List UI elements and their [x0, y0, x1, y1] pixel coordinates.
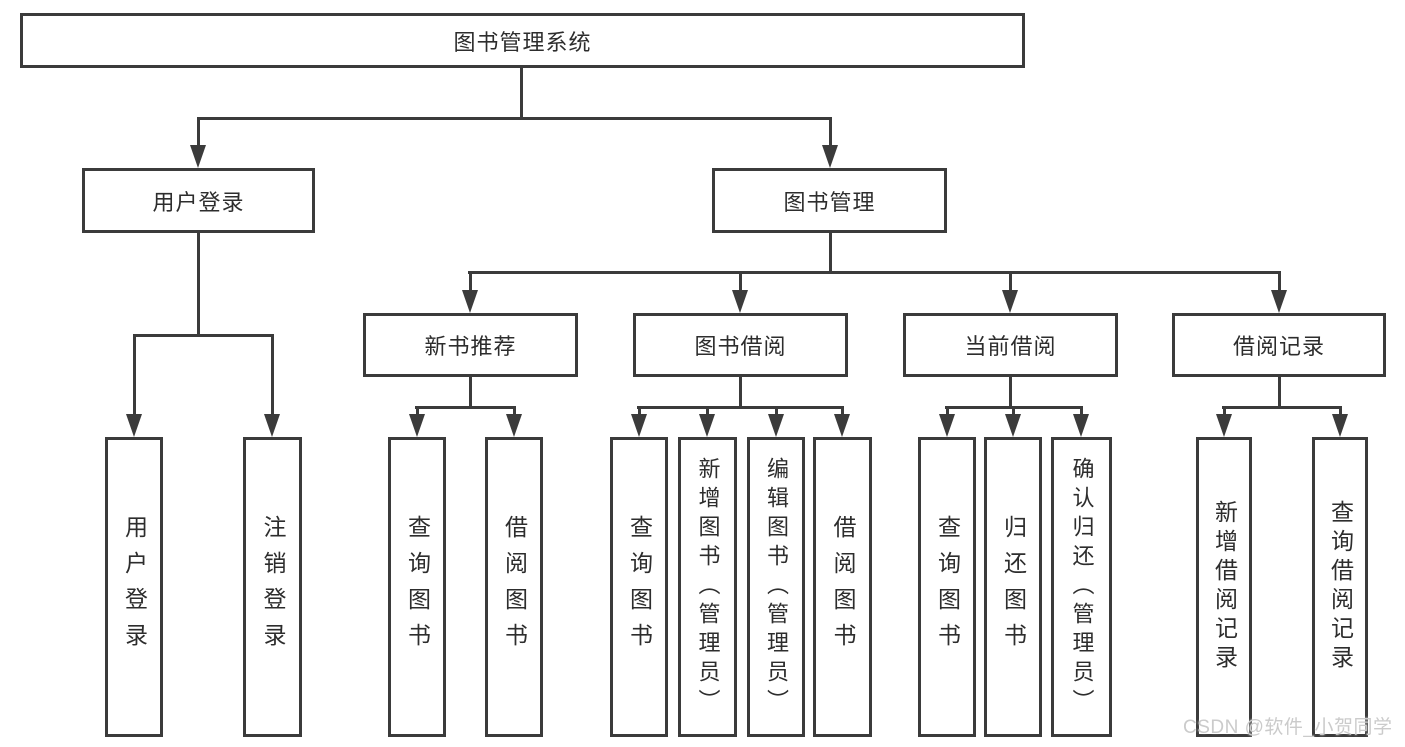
- leaf-label: 查询图书: [626, 515, 653, 659]
- arrowhead-icon: [1005, 414, 1021, 437]
- connector-vline: [513, 407, 516, 414]
- leaf-logout: 注销登录: [243, 437, 302, 737]
- leaf-query-books-borrowing: 查询图书: [610, 437, 668, 737]
- node-new-book-recommendation: 新书推荐: [363, 313, 578, 377]
- connector-vline: [739, 272, 742, 290]
- connector-hline: [1222, 406, 1342, 409]
- leaf-user-login: 用户登录: [105, 437, 163, 737]
- connector-vline: [197, 118, 200, 146]
- arrowhead-icon: [126, 414, 142, 437]
- arrowhead-icon: [1332, 414, 1348, 437]
- arrowhead-icon: [1002, 290, 1018, 313]
- arrowhead-icon: [264, 414, 280, 437]
- connector-vline: [1223, 407, 1226, 414]
- node-label: 图书借阅: [694, 334, 787, 359]
- connector-vline: [416, 407, 419, 414]
- leaf-label: 编辑图书（管理员）: [764, 456, 789, 718]
- connector-vline: [520, 68, 523, 118]
- leaf-label: 借阅图书: [501, 515, 528, 659]
- arrowhead-icon: [1073, 414, 1089, 437]
- node-library-management-system: 图书管理系统: [20, 13, 1025, 68]
- leaf-label: 确认归还（管理员）: [1069, 456, 1095, 718]
- node-label: 图书管理: [783, 189, 876, 215]
- arrowhead-icon: [732, 290, 748, 313]
- node-borrowing-records: 借阅记录: [1172, 313, 1386, 377]
- connector-hline: [415, 406, 516, 409]
- connector-vline: [946, 407, 949, 414]
- connector-vline: [638, 407, 641, 414]
- node-label: 用户登录: [152, 189, 245, 215]
- leaf-label: 查询借阅记录: [1327, 500, 1354, 674]
- arrowhead-icon: [462, 290, 478, 313]
- connector-vline: [841, 407, 844, 414]
- leaf-borrow-books-recommend: 借阅图书: [485, 437, 543, 737]
- leaf-label: 新增图书（管理员）: [695, 456, 721, 718]
- connector-vline: [1339, 407, 1342, 414]
- node-label: 借阅记录: [1232, 334, 1325, 359]
- node-label: 图书管理系统: [453, 29, 592, 55]
- connector-hline: [133, 334, 274, 337]
- connector-vline: [469, 377, 472, 407]
- leaf-label: 用户登录: [121, 515, 148, 659]
- connector-vline: [1278, 272, 1281, 290]
- connector-vline: [775, 407, 778, 414]
- leaf-label: 查询图书: [404, 515, 431, 659]
- connector-vline: [1012, 407, 1015, 414]
- connector-vline: [1080, 407, 1083, 414]
- arrowhead-icon: [409, 414, 425, 437]
- connector-hline: [197, 117, 832, 120]
- leaf-label: 借阅图书: [830, 515, 856, 659]
- leaf-query-borrow-record: 查询借阅记录: [1312, 437, 1368, 737]
- arrowhead-icon: [631, 414, 647, 437]
- arrowhead-icon: [834, 414, 850, 437]
- node-current-borrowing: 当前借阅: [903, 313, 1118, 377]
- csdn-watermark: CSDN @软件_小贺同学: [1183, 717, 1393, 738]
- leaf-query-books-current: 查询图书: [918, 437, 976, 737]
- connector-vline: [1009, 377, 1012, 407]
- node-book-borrowing: 图书借阅: [633, 313, 848, 377]
- connector-vline: [133, 335, 136, 414]
- connector-vline: [1009, 272, 1012, 290]
- connector-vline: [197, 233, 200, 335]
- node-user-login: 用户登录: [82, 168, 315, 233]
- node-label: 当前借阅: [964, 334, 1057, 359]
- connector-vline: [829, 118, 832, 146]
- leaf-confirm-return-admin: 确认归还（管理员）: [1051, 437, 1112, 737]
- leaf-edit-book-admin: 编辑图书（管理员）: [747, 437, 805, 737]
- arrowhead-icon: [939, 414, 955, 437]
- connector-vline: [1278, 377, 1281, 407]
- leaf-label: 查询图书: [934, 515, 961, 659]
- connector-vline: [829, 233, 832, 272]
- leaf-query-books-recommend: 查询图书: [388, 437, 446, 737]
- arrowhead-icon: [822, 145, 838, 168]
- leaf-borrow-books: 借阅图书: [813, 437, 872, 737]
- connector-hline: [468, 271, 1281, 274]
- leaf-label: 新增借阅记录: [1211, 500, 1238, 674]
- connector-vline: [739, 377, 742, 407]
- arrowhead-icon: [1271, 290, 1287, 313]
- connector-vline: [469, 272, 472, 290]
- leaf-add-book-admin: 新增图书（管理员）: [678, 437, 737, 737]
- connector-vline: [706, 407, 709, 414]
- connector-vline: [271, 335, 274, 414]
- leaf-label: 注销登录: [260, 515, 286, 659]
- leaf-add-borrow-record: 新增借阅记录: [1196, 437, 1252, 737]
- arrowhead-icon: [1216, 414, 1232, 437]
- node-book-management: 图书管理: [712, 168, 947, 233]
- arrowhead-icon: [699, 414, 715, 437]
- leaf-return-books: 归还图书: [984, 437, 1042, 737]
- arrowhead-icon: [506, 414, 522, 437]
- arrowhead-icon: [190, 145, 206, 168]
- arrowhead-icon: [768, 414, 784, 437]
- leaf-label: 归还图书: [1000, 515, 1027, 659]
- node-label: 新书推荐: [424, 334, 517, 359]
- connector-hline: [637, 406, 844, 409]
